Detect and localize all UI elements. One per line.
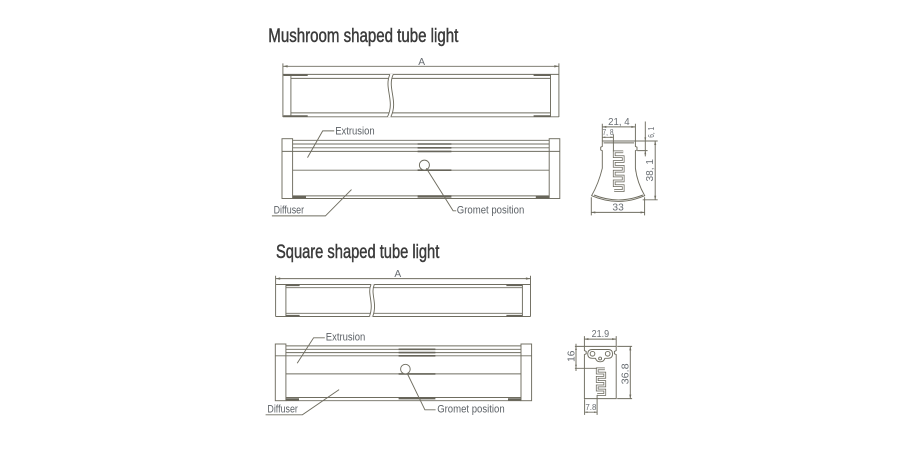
dim-arrow: [591, 211, 596, 214]
square-right-cap: [520, 343, 533, 402]
square-diffuser-leader: [265, 389, 340, 416]
dim-arrow: [654, 195, 657, 200]
square-plug-hole-right: [604, 350, 611, 357]
square-top-view-outline: [275, 284, 531, 317]
mushroom-center-marks: [417, 143, 452, 171]
break-gap: [387, 74, 394, 118]
dim-arrow: [644, 150, 647, 155]
mushroom-profile: [590, 140, 646, 202]
dim-36-8-lines: [617, 345, 633, 400]
square-plug-hole-center: [598, 356, 603, 361]
square-gromet-leader: [406, 373, 436, 411]
dim-6-1-lines: [635, 121, 658, 157]
dim-arrow: [584, 338, 589, 341]
square-extrusion-lines: [285, 345, 521, 357]
dim-arrow: [525, 277, 531, 280]
mushroom-screw-channel-inner: [613, 151, 624, 192]
square-extrusion-label: Extrusion: [326, 332, 366, 344]
mushroom-cap-height-dim: 6, 1: [646, 127, 656, 138]
mushroom-total-height-dim: 38, 1: [645, 159, 656, 182]
mushroom-front-view: Extrusion Diffuser Gromet position: [271, 126, 561, 217]
mushroom-extrusion-label: Extrusion: [335, 126, 375, 138]
mushroom-left-cap: [281, 138, 294, 199]
mushroom-gromet-label: Gromet position: [457, 205, 525, 217]
mushroom-top-view-inner-lines: [290, 77, 551, 114]
mushroom-right-cap: [548, 138, 561, 199]
square-side-height-dim: 16: [566, 350, 577, 362]
square-top-width-dim: 21.9: [592, 329, 610, 340]
square-end-cap-lines: [285, 284, 523, 317]
mushroom-end-cap-lines: [290, 74, 551, 117]
mushroom-top-view-ends: [282, 63, 560, 117]
dim-arrow: [283, 65, 288, 68]
mushroom-extrusion-leader: [307, 130, 335, 158]
dim-arrow: [602, 136, 606, 139]
mushroom-base-width-dim: 33: [612, 202, 624, 213]
dim-arrow: [631, 125, 636, 128]
square-cross-section: 21.9 16 36.8 7.8: [566, 329, 633, 415]
square-gromet-hole: [400, 363, 411, 375]
mushroom-diffuser-leader: [271, 189, 352, 217]
square-title: Square shaped tube light: [276, 241, 440, 263]
dim-arrow: [575, 346, 577, 350]
square-channel-offset-dim: 7.8: [585, 402, 596, 412]
square-length-dim-text: A: [394, 269, 401, 280]
dim-arrow: [629, 394, 632, 399]
break-lines: [368, 284, 376, 317]
square-center-marks: [398, 348, 436, 375]
mushroom-cross-section: 21, 4 7, 8 6, 1 38, 1 33: [590, 117, 658, 216]
square-gromet-label: Gromet position: [437, 404, 505, 416]
dim-arrow: [612, 338, 617, 341]
square-top-view: A: [275, 269, 531, 317]
mushroom-profile-inner-bottom: [593, 194, 644, 201]
dim-arrow: [275, 277, 281, 280]
break-gap: [369, 284, 375, 317]
mushroom-top-view: A: [282, 57, 560, 118]
mushroom-length-dim-text: A: [418, 57, 425, 68]
break-lines: [387, 74, 395, 118]
square-plug-face: [587, 349, 614, 363]
mushroom-title: Mushroom shaped tube light: [268, 25, 458, 47]
square-screw-channel-inner: [596, 368, 606, 395]
dim-33-lines: [590, 197, 646, 216]
dim-arrow: [654, 141, 657, 145]
dim-21-9-lines: [583, 336, 617, 347]
mushroom-top-view-outline: [282, 73, 559, 118]
mushroom-extrusion-lines: [292, 139, 550, 152]
mushroom-channel-offset-dim: 7, 8: [603, 127, 614, 137]
dim-arrow: [584, 411, 588, 414]
dim-arrow: [554, 65, 559, 68]
mushroom-end-clips: [283, 74, 551, 117]
square-profile: [583, 345, 617, 400]
mushroom-gromet-leader: [425, 168, 457, 212]
square-extrusion-leader: [296, 337, 325, 364]
dim-arrow: [640, 211, 645, 214]
mushroom-top-width-dim: 21, 4: [608, 117, 630, 128]
square-end-clips: [285, 284, 523, 317]
dim-arrow: [610, 136, 614, 139]
mushroom-diffuser-label: Diffuser: [274, 205, 305, 217]
dim-arrow: [644, 137, 647, 141]
dim-16-lines: [574, 343, 597, 371]
dim-21-4-lines: [601, 123, 636, 141]
dim-arrow: [602, 125, 607, 128]
mushroom-drawing: Mushroom shaped tube light A: [268, 25, 658, 217]
square-left-cap: [274, 343, 287, 402]
dim-arrow: [594, 411, 598, 414]
square-total-height-dim: 36.8: [620, 363, 631, 384]
dim-arrow: [629, 346, 632, 351]
square-drawing: Square shaped tube light A: [265, 241, 633, 416]
mushroom-gromet-hole: [418, 159, 430, 171]
square-top-view-inner-lines: [285, 287, 523, 314]
dim-arrow: [575, 364, 577, 369]
square-front-view: Extrusion Diffuser Gromet position: [265, 332, 533, 416]
square-top-view-ends: [275, 275, 531, 317]
square-diffuser-label: Diffuser: [267, 404, 298, 416]
square-plug-hole-left: [589, 350, 596, 357]
